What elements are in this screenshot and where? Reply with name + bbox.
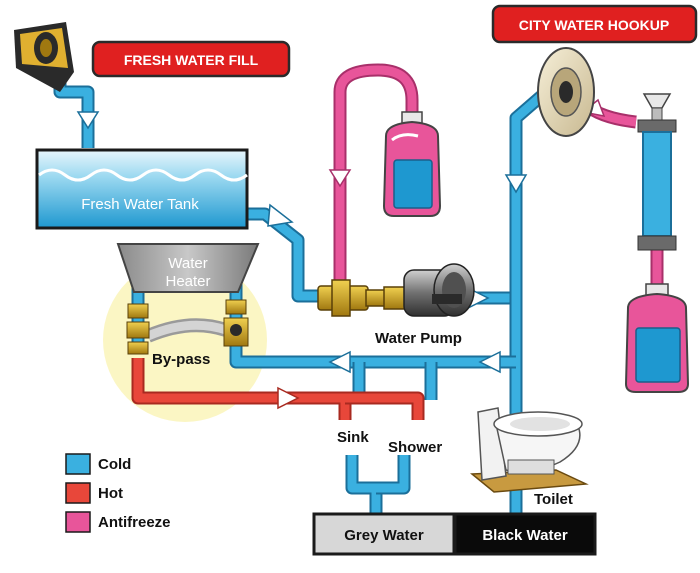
legend-label-cold: Cold [98,456,131,473]
antifreeze-bottle-right [624,283,690,393]
grey-water-tank: Grey Water [312,512,456,556]
hot-arrow [277,386,300,410]
legend-swatch-antifreeze [65,511,91,533]
hot-pipes [131,358,425,420]
heater-label-line1: Water [168,255,207,272]
shower-label: Shower [388,439,442,456]
sink-label: Sink [337,429,369,446]
legend-label-antifreeze: Antifreeze [98,514,171,531]
city-water-hookup-label: CITY WATER HOOKUP [519,17,669,33]
legend: Cold Hot Antifreeze [65,453,171,533]
legend-label-hot: Hot [98,485,123,502]
water-pump [383,263,475,317]
heater-label-line2: Heater [165,273,210,290]
water-heater: Water Heater [116,243,260,293]
legend-swatch-cold [65,453,91,475]
black-water-label: Black Water [482,527,567,544]
city-water-hookup-banner: CITY WATER HOOKUP [491,4,698,44]
fresh-water-fill-label: FRESH WATER FILL [124,52,259,68]
fresh-water-tank: Fresh Water Tank [35,148,249,230]
antifreeze-hand-pump [637,93,677,251]
toilet-label: Toilet [534,491,573,508]
black-water-tank: Black Water [453,512,597,556]
fresh-water-fill-inlet [14,22,74,92]
fresh-water-fill-banner: FRESH WATER FILL [91,40,291,78]
toilet [470,407,589,493]
grey-water-label: Grey Water [344,527,424,544]
tank-label: Fresh Water Tank [81,196,199,213]
brass-fitting [317,279,387,317]
legend-item-antifreeze: Antifreeze [65,511,171,533]
flow-arrows [76,111,528,374]
legend-item-hot: Hot [65,482,123,504]
antifreeze-bottle-top [382,111,442,217]
water-pump-label: Water Pump [375,330,462,347]
bypass-label: By-pass [152,351,210,368]
city-water-inlet [537,47,595,137]
legend-item-cold: Cold [65,453,131,475]
bypass-valves [126,299,249,355]
legend-swatch-hot [65,482,91,504]
